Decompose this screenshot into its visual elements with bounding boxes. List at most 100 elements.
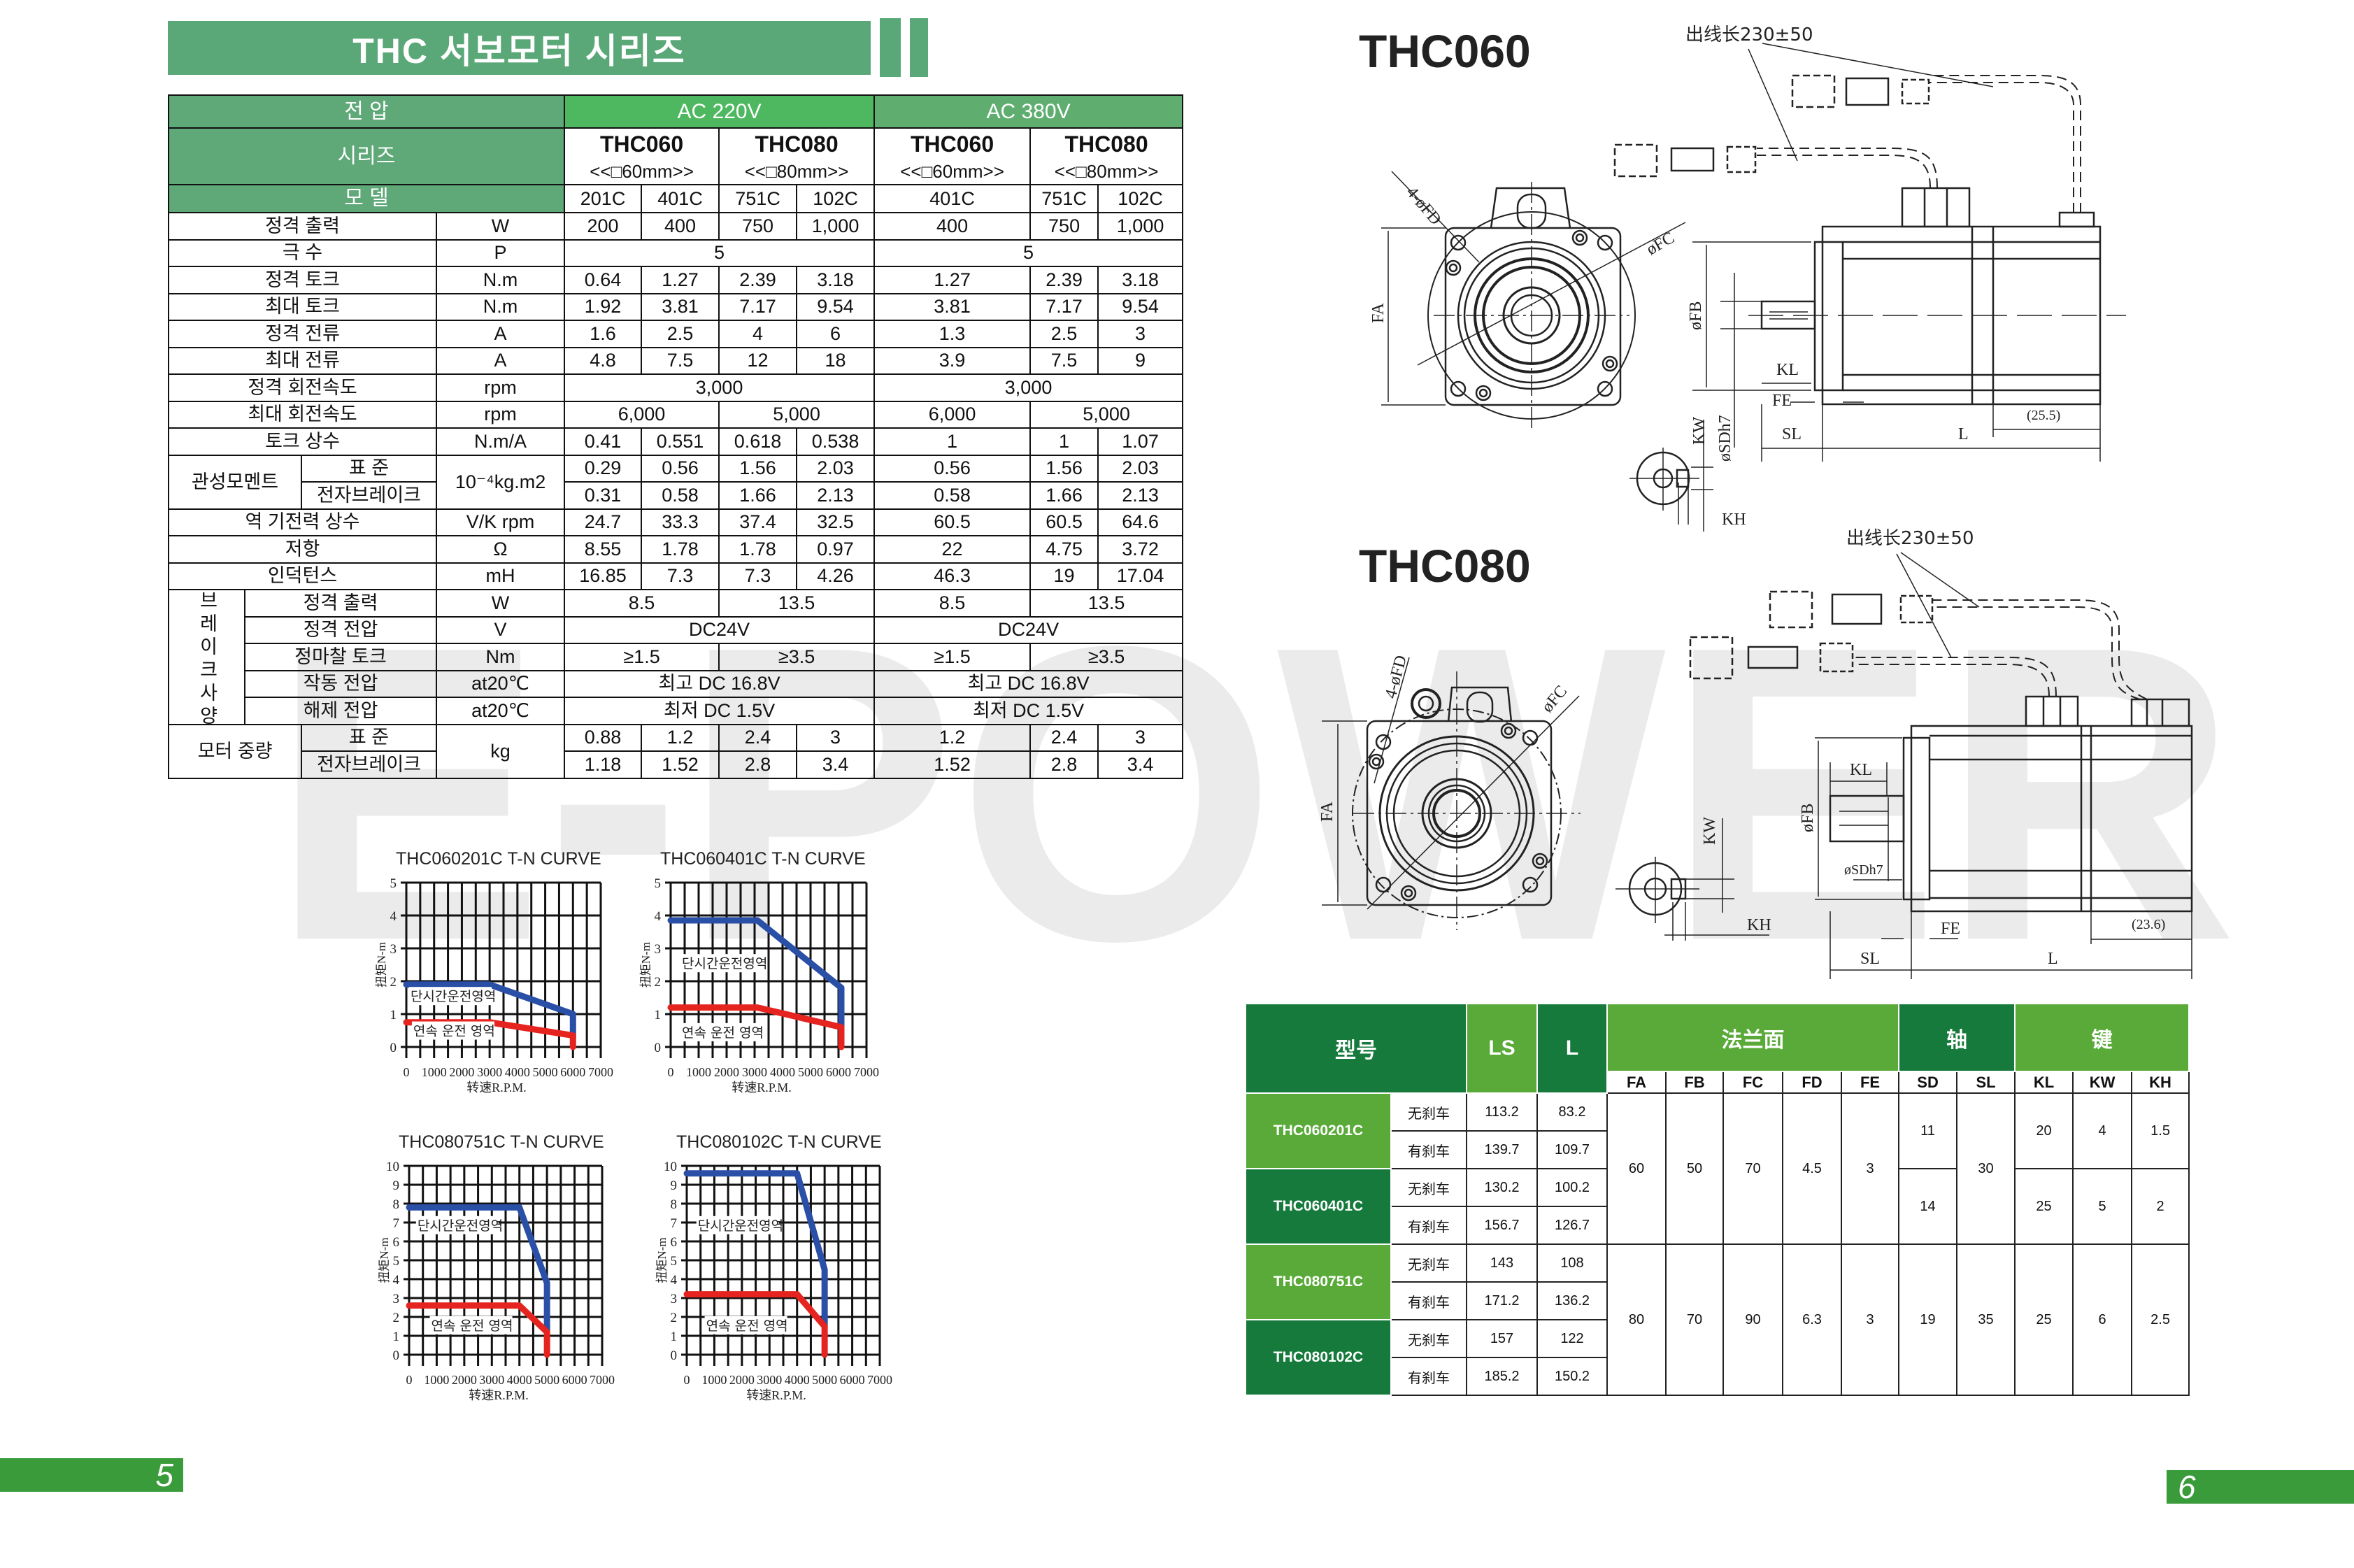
x-tick-label: 1000 xyxy=(424,1373,449,1387)
sd-label: øSDh7 xyxy=(1716,415,1734,462)
sub-header: FC xyxy=(1722,1071,1783,1094)
model-name: THC080102C xyxy=(1245,1319,1392,1396)
flange-header: 法兰面 xyxy=(1606,1003,1900,1072)
value-cell: 2.4 xyxy=(1029,723,1099,752)
value-cell: 2.4 xyxy=(718,723,798,752)
sub-header: SD xyxy=(1898,1071,1958,1094)
annotation-background xyxy=(415,1216,499,1234)
y-axis-label: 扭矩N-m xyxy=(639,942,652,988)
row-label: 최대 회전속도 xyxy=(168,400,437,429)
y-tick-label: 7 xyxy=(393,1216,400,1231)
value-cell: 2.03 xyxy=(1097,454,1184,483)
value-cell: 1,000 xyxy=(1097,212,1184,241)
l-value: 83.2 xyxy=(1536,1092,1608,1132)
annotation-background xyxy=(680,1022,763,1041)
x-axis-label: 转速R.P.M. xyxy=(469,1388,529,1402)
model-cell: 201C xyxy=(564,184,643,213)
value-cell: 0.31 xyxy=(564,481,643,510)
series-name: THC080 xyxy=(1064,131,1148,157)
row-label: 정격 토크 xyxy=(168,266,437,294)
y-tick-label: 4 xyxy=(393,1273,400,1288)
unit-cell: A xyxy=(435,320,566,348)
fe-label: FE xyxy=(1772,392,1792,410)
row-label: 토크 상수 xyxy=(168,427,437,456)
row-label: 정격 출력 xyxy=(244,589,437,618)
unit-cell: N.m/A xyxy=(435,427,566,456)
l-label: L xyxy=(2048,950,2058,968)
ls-value: 139.7 xyxy=(1466,1130,1538,1169)
y-axis-label: 扭矩N-m xyxy=(375,942,388,988)
value-cell: 1.27 xyxy=(873,266,1032,294)
l-label: L xyxy=(1958,425,1969,443)
unit-cell: at20℃ xyxy=(435,697,566,725)
y-tick-label: 3 xyxy=(655,942,662,957)
y-tick-label: 2 xyxy=(393,1311,400,1325)
value-cell: 32.5 xyxy=(796,508,876,536)
value-cell: 3.81 xyxy=(641,292,720,321)
y-tick-label: 5 xyxy=(393,1254,400,1269)
value-cell: 3,000 xyxy=(564,373,876,402)
y-tick-label: 0 xyxy=(390,1041,397,1055)
sl-value: 35 xyxy=(1956,1243,2016,1396)
series-cell: THC080<<□80mm>> xyxy=(718,127,876,185)
value-cell: 1.78 xyxy=(641,535,720,564)
y-tick-label: 0 xyxy=(671,1348,678,1363)
brake-type: 有刹车 xyxy=(1390,1130,1467,1169)
sl-label: SL xyxy=(1860,950,1880,968)
thc060-drawing: THC060 出线长230±50 4-øFD øFC FA øFB KL FE … xyxy=(1359,24,2126,532)
unit-cell: kg xyxy=(435,723,566,779)
sd-label: øSDh7 xyxy=(1844,862,1883,878)
y-tick-label: 4 xyxy=(655,909,662,924)
y-tick-label: 10 xyxy=(386,1160,399,1174)
fd-label: 4-øFD xyxy=(1402,183,1444,229)
value-cell: 12 xyxy=(718,346,798,375)
x-tick-label: 7000 xyxy=(867,1373,892,1387)
title-stripe xyxy=(910,18,928,77)
row-label: 최대 전류 xyxy=(168,346,437,375)
sub-header: KW xyxy=(2072,1071,2133,1094)
peak-torque-curve xyxy=(667,917,845,1032)
value-cell: 750 xyxy=(718,212,798,241)
row-label: 정격 출력 xyxy=(168,212,437,241)
fa-label: FA xyxy=(1369,302,1388,323)
x-tick-label: 1000 xyxy=(422,1065,447,1079)
unit-cell: W xyxy=(435,212,566,241)
x-tick-label: 3000 xyxy=(742,1065,767,1079)
sub-header: KH xyxy=(2131,1071,2190,1094)
unit-cell: N.m xyxy=(435,292,566,321)
value-cell: 17.04 xyxy=(1097,562,1184,590)
value-cell: 1.78 xyxy=(718,535,798,564)
page-number-right: 6 xyxy=(2167,1470,2354,1504)
x-tick-label: 2000 xyxy=(729,1373,755,1387)
fd-value: 6.3 xyxy=(1782,1243,1842,1396)
unit-cell: W xyxy=(435,589,566,618)
front-view xyxy=(1322,657,1581,930)
row-label: 해제 전압 xyxy=(244,697,437,725)
value-cell: 7.3 xyxy=(718,562,798,590)
value-cell: 0.88 xyxy=(564,723,643,752)
side-view xyxy=(1615,552,2193,979)
y-tick-label: 3 xyxy=(393,1292,400,1306)
value-cell: 4.8 xyxy=(564,346,643,375)
row-label: 정격 전류 xyxy=(168,320,437,348)
x-tick-label: 5000 xyxy=(534,1373,559,1387)
unit-cell: Ω xyxy=(435,535,566,564)
sub-header: FE xyxy=(1840,1071,1900,1094)
sd-value: 14 xyxy=(1898,1168,1958,1245)
value-cell: 3.18 xyxy=(1097,266,1184,294)
value-cell: 1 xyxy=(873,427,1032,456)
value-cell: 1.52 xyxy=(641,750,720,779)
value-cell: 0.64 xyxy=(564,266,643,294)
value-cell: 2.13 xyxy=(796,481,876,510)
value-cell: 3 xyxy=(1097,723,1184,752)
value-cell: 2.5 xyxy=(1029,320,1099,348)
model-cell: 401C xyxy=(873,184,1032,213)
x-tick-label: 3000 xyxy=(479,1373,504,1387)
value-cell: 5 xyxy=(873,238,1184,267)
value-cell: 4.26 xyxy=(796,562,876,590)
value-cell: 9.54 xyxy=(1097,292,1184,321)
model-cell: 102C xyxy=(1097,184,1184,213)
value-cell: 6,000 xyxy=(564,400,720,429)
